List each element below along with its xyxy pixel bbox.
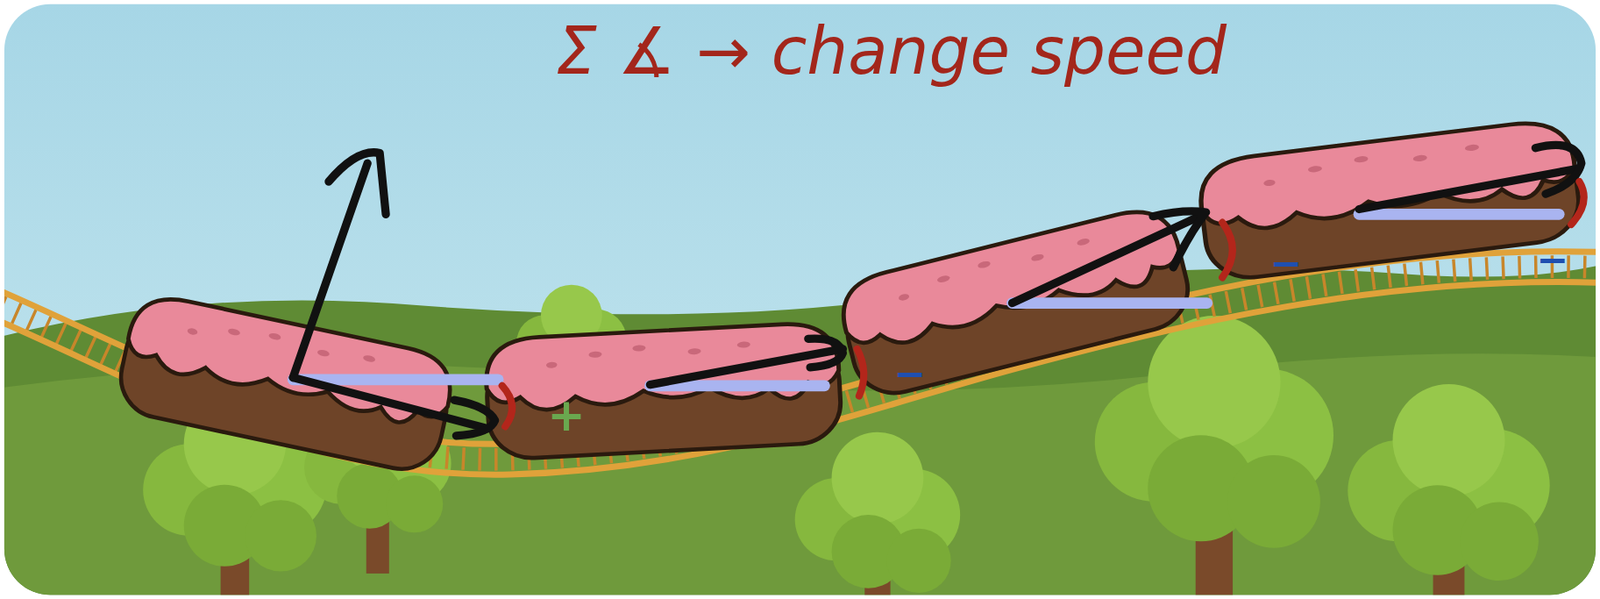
- sign-mark: +: [547, 391, 586, 438]
- sign-mark: −: [894, 354, 927, 393]
- sign-mark: −: [1536, 240, 1570, 279]
- sign-mark: −: [1270, 243, 1303, 283]
- handwritten-note: Σ ∡ → change speed: [555, 18, 1227, 84]
